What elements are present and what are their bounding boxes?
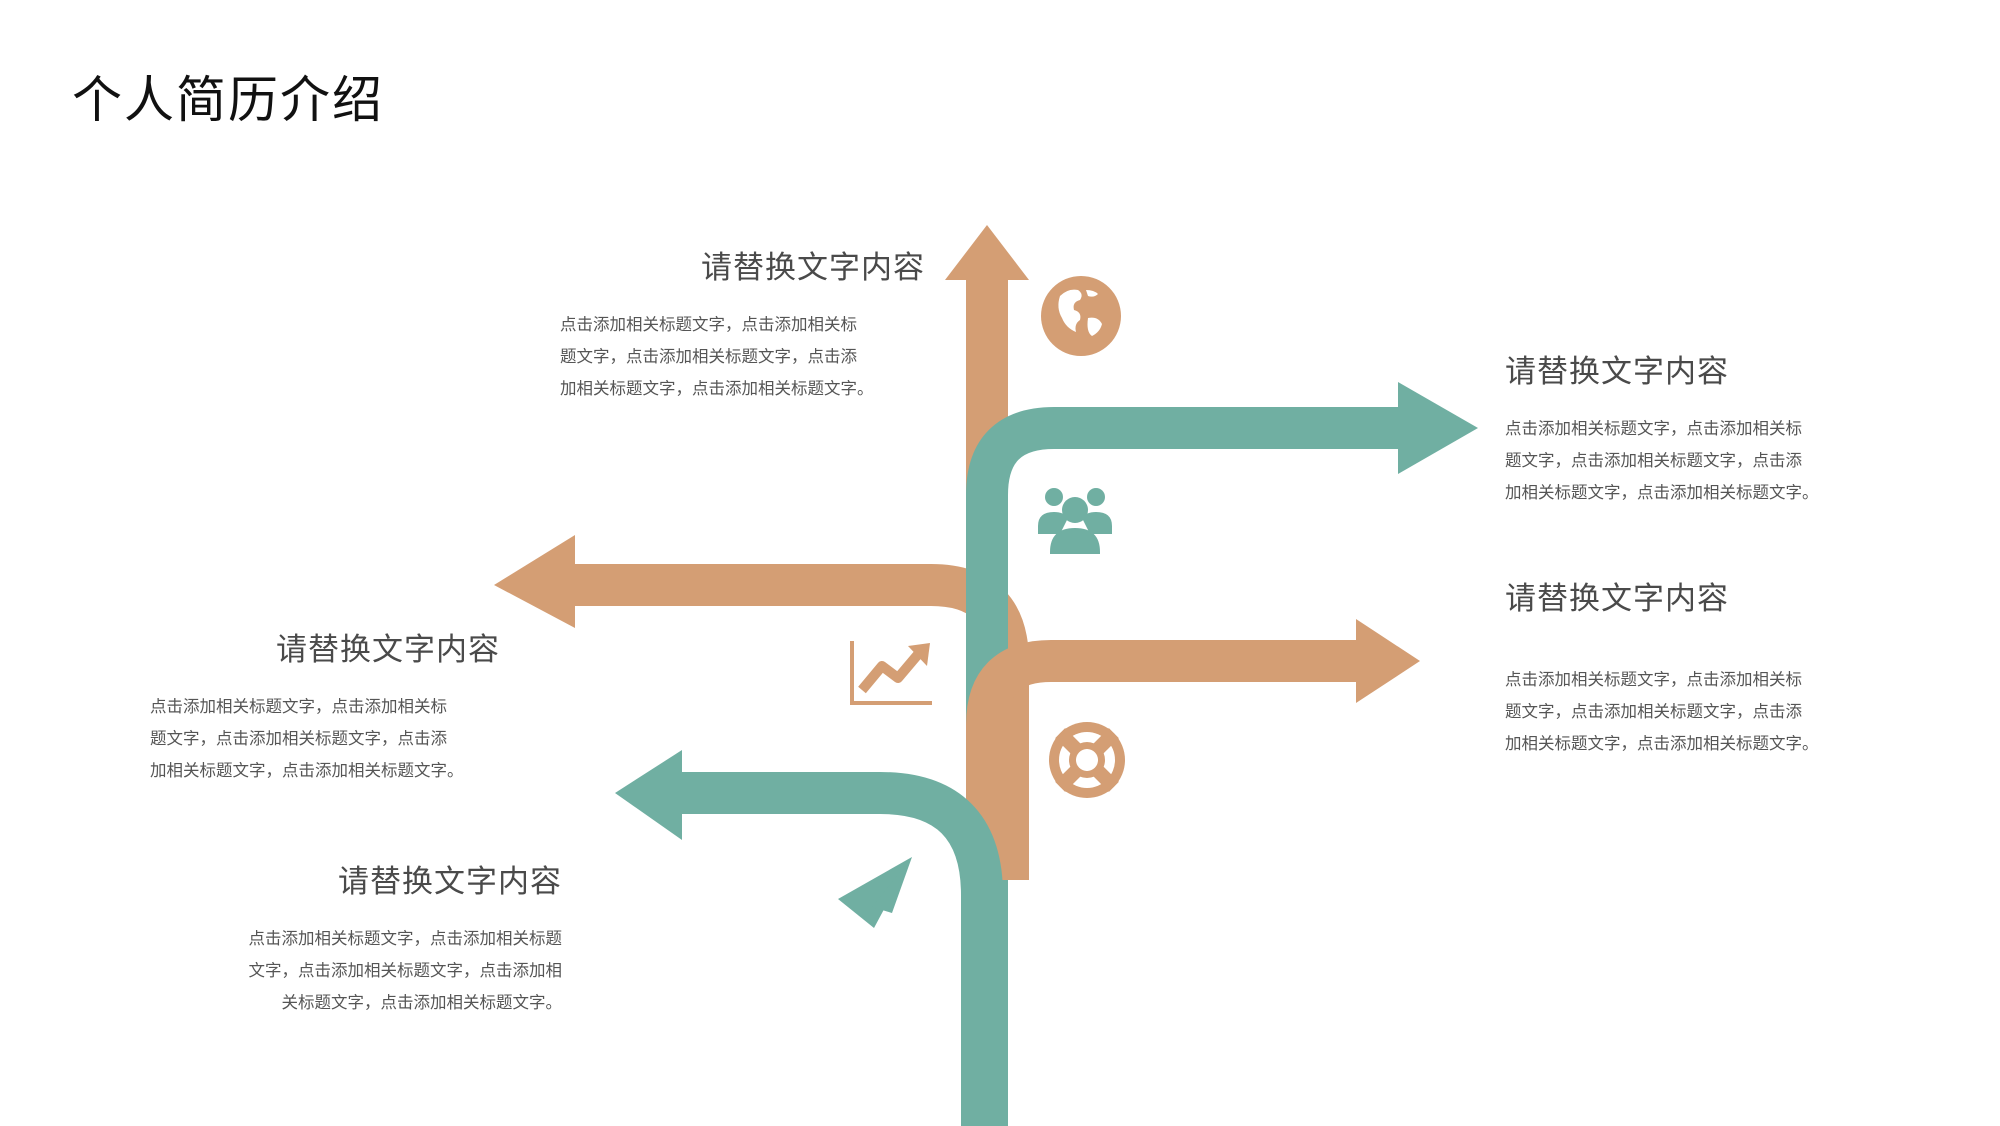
block-heading: 请替换文字内容 — [701, 250, 925, 286]
text-block-top: 请替换文字内容 点击添加相关标题文字，点击添加相关标 题文字，点击添加相关标题文… — [560, 250, 925, 405]
arrow-left-orange — [494, 535, 1029, 880]
block-heading: 请替换文字内容 — [1505, 354, 1729, 390]
block-line: 题文字，点击添加相关标题文字，点击添 — [1505, 702, 1802, 722]
arrow-left-teal — [615, 750, 1003, 1126]
block-line: 点击添加相关标题文字，点击添加相关标题 — [248, 929, 563, 949]
block-line: 题文字，点击添加相关标题文字，点击添 — [1505, 451, 1802, 471]
text-block-right-1: 请替换文字内容 点击添加相关标题文字，点击添加相关标 题文字，点击添加相关标题文… — [1505, 354, 1865, 509]
arrow-right-orange — [966, 619, 1420, 880]
block-line: 加相关标题文字，点击添加相关标题文字。 — [560, 379, 874, 399]
block-line: 文字，点击添加相关标题文字，点击添加相 — [248, 961, 563, 981]
text-block-left-2: 请替换文字内容 点击添加相关标题文字，点击添加相关标题 文字，点击添加相关标题文… — [190, 864, 563, 1019]
page-title: 个人简历介绍 — [72, 71, 384, 129]
block-line: 关标题文字，点击添加相关标题文字。 — [281, 993, 563, 1013]
block-line: 题文字，点击添加相关标题文字，点击添 — [150, 729, 447, 749]
block-heading: 请替换文字内容 — [276, 632, 500, 668]
block-heading: 请替换文字内容 — [1505, 581, 1729, 617]
block-line: 加相关标题文字，点击添加相关标题文字。 — [150, 761, 464, 781]
block-line: 加相关标题文字，点击添加相关标题文字。 — [1505, 483, 1819, 503]
block-line: 题文字，点击添加相关标题文字，点击添 — [560, 347, 857, 367]
text-block-left-1: 请替换文字内容 点击添加相关标题文字，点击添加相关标 题文字，点击添加相关标题文… — [150, 632, 500, 787]
globe-icon — [1041, 276, 1121, 356]
users-icon — [1038, 488, 1112, 554]
block-heading: 请替换文字内容 — [338, 864, 562, 900]
paper-plane-icon — [838, 857, 912, 928]
arrow-right-teal — [966, 382, 1478, 1126]
lifebuoy-icon — [1049, 722, 1125, 798]
block-line: 点击添加相关标题文字，点击添加相关标 — [560, 315, 857, 335]
text-block-right-2: 请替换文字内容 点击添加相关标题文字，点击添加相关标 题文字，点击添加相关标题文… — [1505, 581, 1865, 760]
block-line: 点击添加相关标题文字，点击添加相关标 — [1505, 670, 1802, 690]
block-line: 点击添加相关标题文字，点击添加相关标 — [150, 697, 447, 717]
chart-growth-icon — [850, 641, 932, 705]
block-line: 加相关标题文字，点击添加相关标题文字。 — [1505, 734, 1819, 754]
block-line: 点击添加相关标题文字，点击添加相关标 — [1505, 419, 1802, 439]
